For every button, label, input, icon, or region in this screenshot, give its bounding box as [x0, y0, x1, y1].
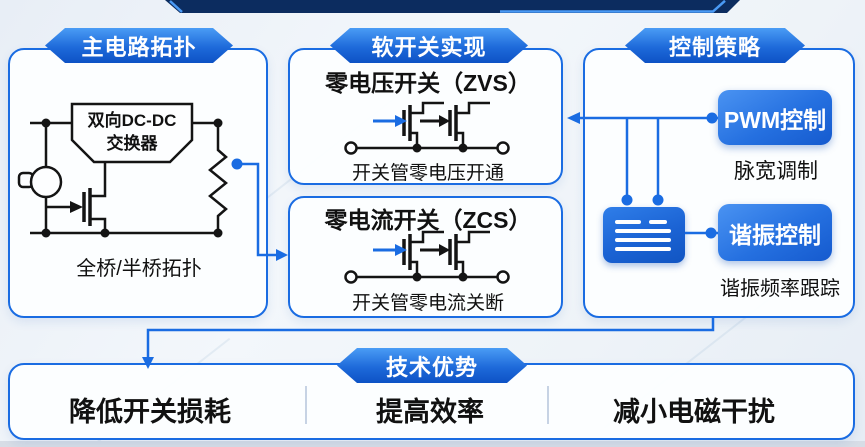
resonant-caption: 谐振频率跟踪 [720, 278, 840, 300]
zcs-caption: 开关管零电流关断 [351, 293, 505, 314]
advantage-divider [305, 386, 307, 424]
arrow-into-zcs-icon [276, 249, 288, 261]
bottom-edge-strip [0, 441, 865, 447]
top-banner [165, 0, 740, 13]
main-topology-badge: 主电路拓扑 [45, 28, 233, 63]
zvs-caption: 开关管零电压开通 [351, 163, 505, 184]
controller-icon [603, 207, 685, 263]
advantage-item-reduce-emi: 减小电磁干扰 [613, 397, 775, 427]
controller-icon-dashes [615, 219, 673, 224]
resonant-control-button: 谐振控制 [718, 204, 832, 261]
converter-label: 双向DC-DC 交换器 [72, 104, 192, 162]
zcs-title: 零电流开关（ZCS） [324, 207, 532, 233]
advantages-panel [8, 363, 855, 440]
full-half-bridge-caption: 全桥/半桥拓扑 [76, 258, 202, 280]
advantage-item-reduce-switching-loss: 降低开关损耗 [69, 397, 231, 427]
arrow-into-zvs-icon [567, 112, 580, 124]
converter-label-line2: 交换器 [106, 134, 158, 153]
converter-label-line1: 双向DC-DC [87, 111, 177, 131]
advantages-badge: 技术优势 [337, 348, 527, 383]
zvs-title: 零电压开关（ZVS） [325, 70, 531, 96]
soft-switching-badge: 软开关实现 [330, 28, 528, 63]
advantage-divider [547, 386, 549, 424]
advantage-item-improve-efficiency: 提高效率 [376, 397, 484, 427]
pwm-control-button: PWM控制 [718, 90, 832, 145]
pwm-caption: 脉宽调制 [734, 160, 818, 183]
control-badge: 控制策略 [625, 28, 805, 63]
